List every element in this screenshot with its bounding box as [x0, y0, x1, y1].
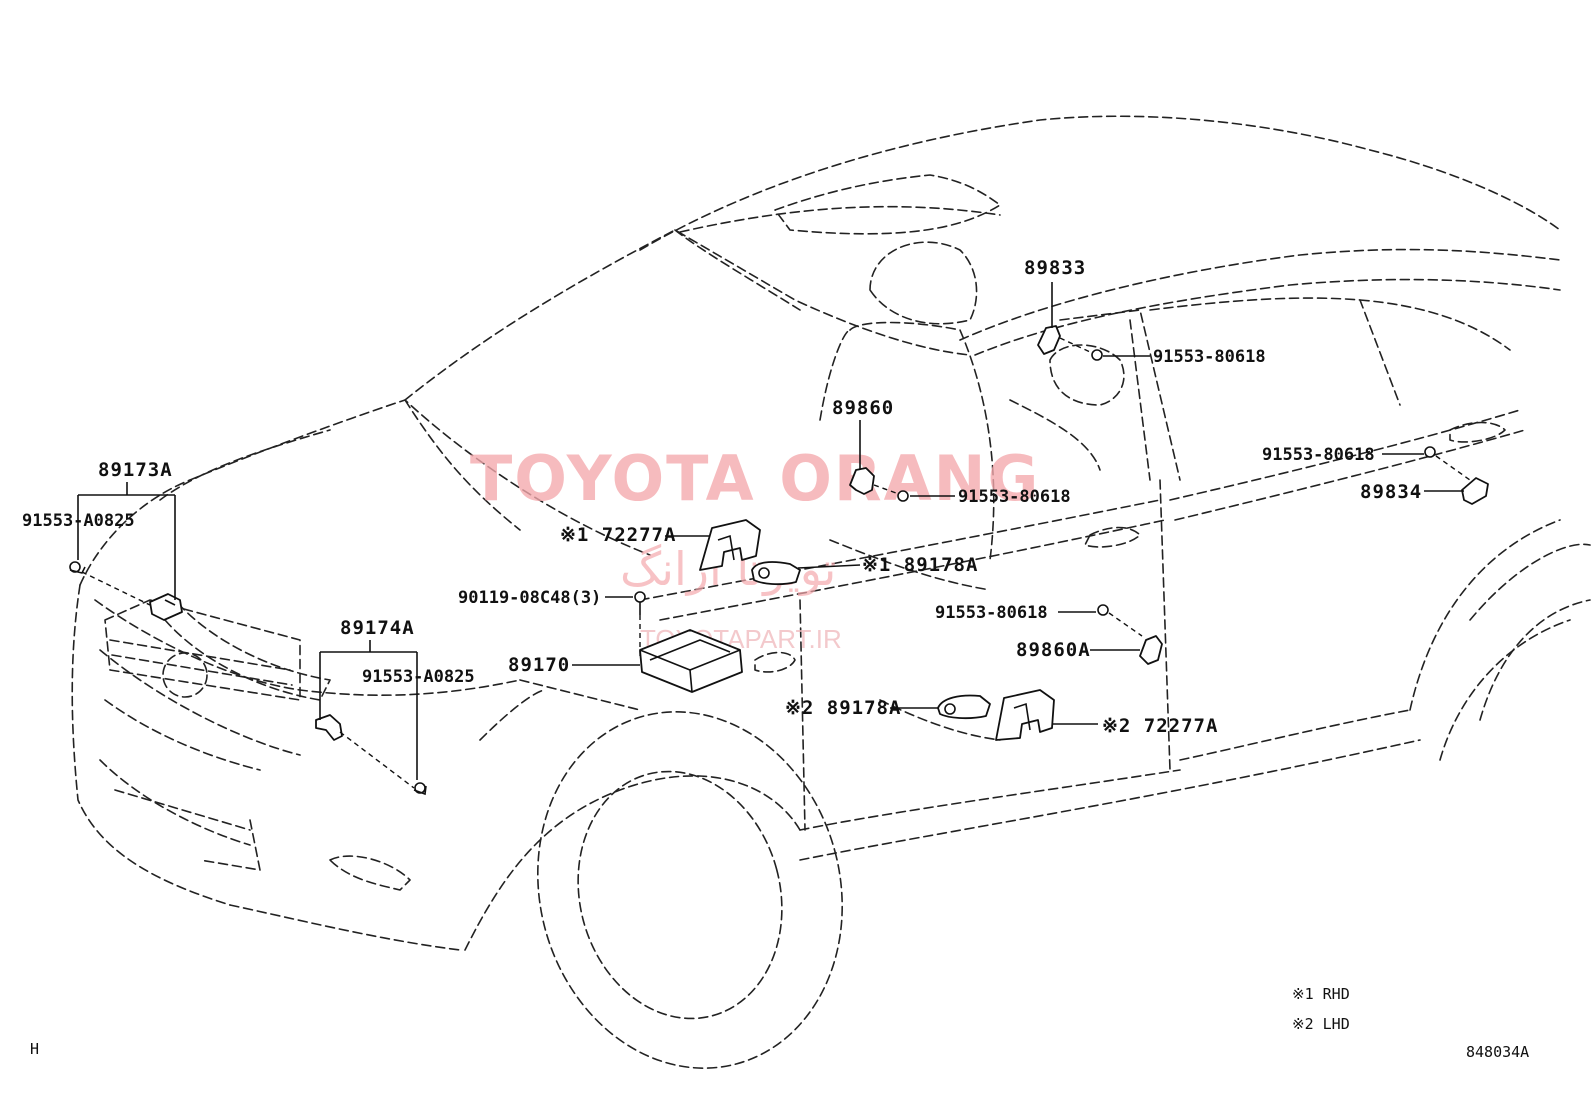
bolt-91553-80618-89860: [873, 484, 909, 502]
leader-lines: [77, 282, 1464, 780]
bolt-90119: [634, 591, 646, 660]
label-72277A-lhd: ※2 72277A: [1102, 715, 1218, 737]
sensor-89178A-rhd: [751, 561, 801, 586]
label-89860A: 89860A: [1016, 639, 1091, 661]
legend-lhd: ※2 LHD: [1292, 1015, 1350, 1033]
sensor-89833: [1037, 325, 1061, 355]
legend-rhd: ※1 RHD: [1292, 985, 1350, 1003]
car-body-outline: [71, 115, 1591, 1069]
bolt-91553-80618-89833: [1059, 337, 1103, 361]
label-91553-80618-d: 91553-80618: [935, 603, 1048, 623]
label-89834: 89834: [1360, 481, 1422, 503]
bolt-91553-80618-89834: [1424, 446, 1471, 481]
label-91553-A0825-a: 91553-A0825: [22, 511, 135, 531]
airbag-ecu-89170: [639, 629, 743, 693]
bolt-91553-80618-89860A: [1097, 604, 1143, 637]
sensor-89860A: [1139, 635, 1163, 665]
bolt-91553-A0825-left: [69, 561, 151, 606]
legend: ※1 RHD ※2 LHD: [1292, 985, 1350, 1033]
sensor-89834: [1461, 477, 1489, 505]
label-89178A-lhd: ※2 89178A: [785, 697, 901, 719]
footer-code-left: H: [30, 1040, 39, 1058]
sensor-89860: [849, 467, 875, 495]
bolt-91553-A0825-right: [339, 731, 427, 796]
label-89860: 89860: [832, 397, 894, 419]
watermark-title: TOYOTA ORANG: [470, 442, 1040, 515]
label-89833: 89833: [1024, 257, 1086, 279]
label-89178A-rhd: ※1 89178A: [862, 554, 978, 576]
label-72277A-rhd: ※1 72277A: [560, 524, 676, 546]
label-91553-80618-b: 91553-80618: [958, 487, 1071, 507]
sensor-89173A: [149, 593, 183, 621]
bracket-72277A-rhd: [699, 519, 761, 571]
label-89174A: 89174A: [340, 617, 415, 639]
bracket-72277A-lhd: [995, 689, 1055, 741]
label-91553-A0825-b: 91553-A0825: [362, 667, 475, 687]
sensor-89174A: [315, 714, 343, 741]
label-91553-80618-a: 91553-80618: [1153, 347, 1266, 367]
footer-illustration-id: 848034A: [1466, 1043, 1529, 1061]
callout-labels: 89833 91553-80618 89860 91553-80618 9155…: [22, 257, 1422, 737]
label-89173A: 89173A: [98, 459, 173, 481]
label-89170: 89170: [508, 654, 570, 676]
label-91553-80618-c: 91553-80618: [1262, 445, 1375, 465]
label-90119: 90119-08C48(3): [458, 588, 601, 608]
sensor-89178A-lhd: [937, 694, 991, 720]
